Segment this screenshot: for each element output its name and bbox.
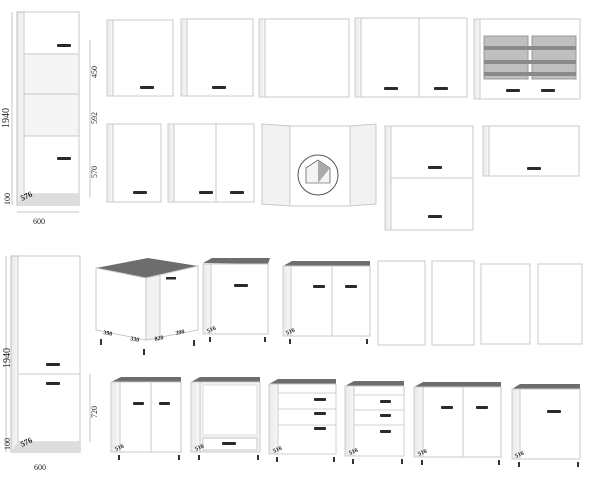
door-handle-icon [234, 284, 248, 287]
door-handle-icon [506, 89, 520, 92]
depth-label: 516 [417, 449, 428, 458]
door-handle-icon [428, 166, 442, 169]
door-handle-icon [199, 191, 213, 194]
depth-label: 516 [206, 326, 217, 335]
depth-label: 516 [514, 451, 525, 460]
door-handle-icon [159, 402, 170, 405]
drawer-handle-icon [380, 430, 391, 433]
corner-dim-d: 390 [175, 329, 185, 337]
drawer-handle-icon [380, 400, 391, 403]
door-handle-icon [313, 285, 325, 288]
wall-cabinet-hood [482, 125, 580, 177]
corner-dim-c: 820 [154, 335, 164, 343]
door-handle-icon [140, 86, 154, 89]
tall-oven-cabinet: 1940 100 576 600 450 592 570 [1, 11, 99, 226]
height-label: 1940 [1, 108, 12, 128]
gap-label-450: 450 [90, 66, 99, 78]
drawer-handle-icon [380, 414, 391, 417]
dishwasher-panel-1 [480, 263, 531, 345]
door-handle-icon [46, 363, 60, 366]
door-handle-icon [212, 86, 226, 89]
wall-cabinet-600-b [167, 123, 255, 203]
door-handle-icon [57, 157, 71, 160]
depth-label: 516 [114, 444, 125, 453]
door-handle-icon [230, 191, 244, 194]
base-cabinet-400: 516 [202, 258, 270, 335]
cabinet-feet [100, 337, 579, 467]
door-handle-icon [57, 44, 71, 47]
base-corner-cabinet: 390 330 820 390 [95, 258, 199, 344]
door-panel-2 [431, 260, 475, 346]
oven-niche [202, 384, 258, 436]
wall-cabinet-800 [354, 17, 468, 98]
door-handle-icon [434, 87, 448, 90]
door-handle-icon [476, 406, 488, 409]
depth-label: 516 [348, 448, 359, 457]
base-cabinet-800-b: 516 [413, 382, 502, 458]
glass-door [531, 35, 577, 80]
base-cabinet-800: 516 [282, 261, 371, 337]
door-handle-icon [166, 277, 176, 280]
microwave-niche [23, 93, 80, 137]
gap-label-570: 570 [90, 166, 99, 178]
drawer-handle-icon [222, 442, 236, 445]
door-handle-icon [541, 89, 555, 92]
door-handle-icon [133, 191, 147, 194]
wall-cabinet-lift-up [384, 125, 474, 231]
drawer-handle-icon [314, 412, 326, 415]
door-handle-icon [345, 285, 357, 288]
door-panel-1 [377, 260, 426, 346]
wall-cabinet-300 [106, 19, 174, 97]
dishwasher-panel-2 [537, 263, 583, 345]
width-label: 600 [34, 463, 46, 472]
gap-label-720: 720 [90, 406, 99, 418]
wall-cabinet-glass-800 [473, 18, 581, 100]
depth-label: 516 [272, 446, 283, 455]
door-handle-icon [384, 87, 398, 90]
tall-fridge-cabinet: 1940 100 576 600 720 [2, 255, 99, 472]
corner-dim-b: 330 [130, 336, 140, 344]
depth-label: 516 [285, 328, 296, 337]
door-handle-icon [547, 410, 561, 413]
wall-corner-cabinet [261, 123, 377, 207]
plinth-label: 100 [3, 438, 12, 450]
base-cabinet-sink-600: 516 [110, 377, 182, 453]
wall-cabinet-300-b [106, 123, 162, 203]
base-cabinet-oven-600: 516 [190, 377, 261, 453]
base-cabinet-3-drawers: 516 [268, 379, 337, 455]
door-handle-icon [527, 167, 541, 170]
width-label: 600 [33, 217, 45, 226]
drawer-handle-icon [314, 398, 326, 401]
glass-door [483, 35, 529, 80]
oven-niche [23, 53, 80, 95]
base-cabinet-drawers-400: 516 [344, 381, 405, 457]
height-label: 1940 [2, 348, 13, 368]
door-handle-icon [46, 382, 60, 385]
corner-dim-a: 390 [103, 330, 113, 338]
wall-cabinet-400 [180, 18, 254, 97]
plinth-label: 100 [3, 193, 12, 205]
door-handle-icon [441, 406, 453, 409]
drawer-handle-icon [314, 427, 326, 430]
wall-cabinet-600 [258, 18, 350, 98]
base-cabinet-400-b: 516 [511, 384, 581, 460]
depth-label: 516 [194, 444, 205, 453]
gap-label-592: 592 [90, 112, 99, 124]
door-handle-icon [133, 402, 144, 405]
door-handle-icon [428, 215, 442, 218]
